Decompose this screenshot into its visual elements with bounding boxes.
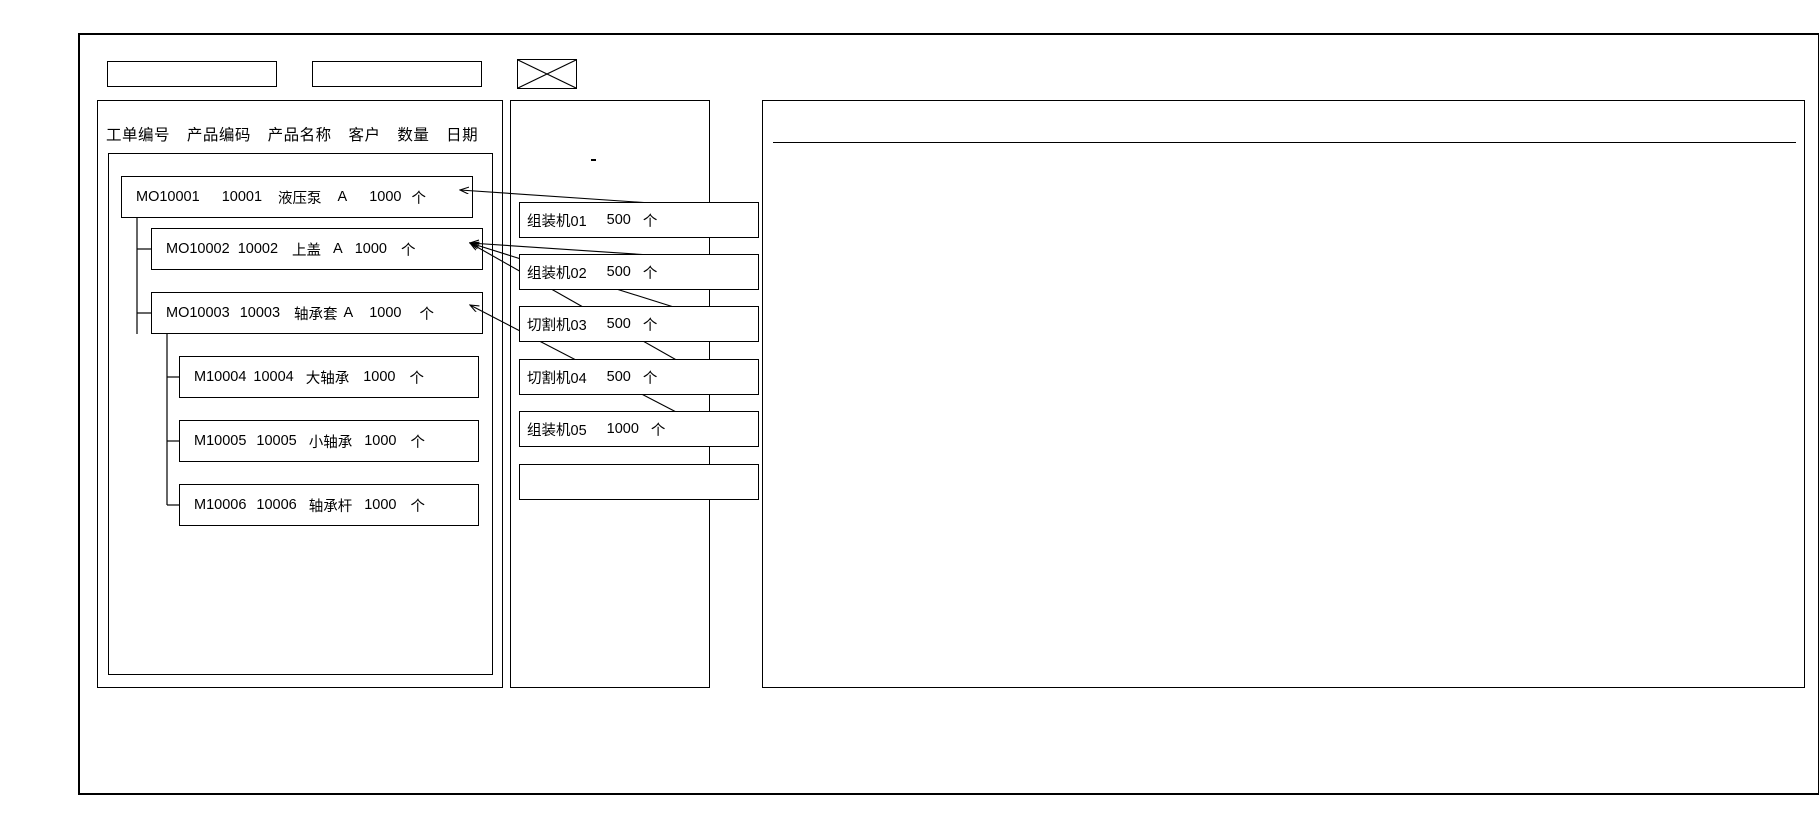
- panel-marker-dot: [591, 159, 596, 161]
- row-product-name: 轴承杆: [308, 498, 353, 515]
- table-row[interactable]: MO10002 10002 上盖 A 1000 个: [151, 228, 483, 270]
- list-item[interactable]: 组装机05 1000 个: [519, 411, 759, 447]
- column-header-product-code: 产品编码: [186, 127, 251, 144]
- row-product-name: 液压泵: [278, 190, 322, 207]
- column-header-product-name: 产品名称: [267, 127, 332, 144]
- row-unit: 个: [411, 190, 426, 207]
- card-machine: 切割机03: [527, 317, 587, 334]
- table-row[interactable]: M10006 10006 轴承杆 1000 个: [179, 484, 479, 526]
- list-item[interactable]: 切割机04 500 个: [519, 359, 759, 395]
- row-product-code: 10003: [239, 305, 281, 321]
- card-quantity: 500: [606, 212, 631, 228]
- card-quantity: 500: [606, 316, 631, 332]
- row-customer: A: [333, 241, 343, 257]
- work-order-tree: MO10001 10001 液压泵 A 1000 个 MO10002: [108, 153, 493, 675]
- column-header-quantity: 数量: [397, 127, 430, 144]
- card-quantity: 500: [606, 264, 631, 280]
- table-row[interactable]: M10004 10004 大轴承 1000 个: [179, 356, 479, 398]
- row-quantity: 1000: [354, 241, 387, 257]
- card-unit: 个: [642, 213, 658, 230]
- column-header-order-no: 工单编号: [106, 127, 171, 144]
- row-quantity: 1000: [369, 305, 402, 321]
- row-order-no: MO10002: [166, 241, 230, 257]
- row-product-code: 10002: [237, 241, 279, 257]
- work-order-panel: 工单编号 产品编码 产品名称 客户 数量 日期: [97, 100, 503, 688]
- toolbar-input-one[interactable]: [107, 61, 277, 87]
- application-window: 工单编号 产品编码 产品名称 客户 数量 日期: [78, 33, 1819, 795]
- card-machine: 组装机02: [527, 265, 587, 282]
- row-unit: 个: [400, 242, 416, 259]
- row-unit: 个: [419, 306, 434, 323]
- list-item[interactable]: 组装机02 500 个: [519, 254, 759, 290]
- row-quantity: 1000: [364, 433, 397, 449]
- card-quantity: 500: [606, 369, 631, 385]
- row-product-code: 10004: [253, 369, 294, 385]
- table-row[interactable]: M10005 10005 小轴承 1000 个: [179, 420, 479, 462]
- list-item[interactable]: 切割机03 500 个: [519, 306, 759, 342]
- row-order-no: M10006: [194, 497, 247, 513]
- row-quantity: 1000: [364, 497, 397, 513]
- card-unit: 个: [642, 317, 658, 334]
- card-unit: 个: [650, 422, 666, 439]
- row-customer: A: [343, 305, 354, 321]
- row-product-name: 上盖: [292, 242, 322, 259]
- detail-panel-header: [773, 109, 1796, 143]
- card-machine: 组装机01: [527, 213, 587, 230]
- column-header-customer: 客户: [348, 127, 381, 144]
- row-order-no: M10004: [194, 369, 247, 385]
- card-unit: 个: [642, 265, 658, 282]
- row-product-name: 小轴承: [308, 434, 353, 451]
- column-header-date: 日期: [446, 127, 479, 144]
- row-customer: A: [337, 189, 348, 205]
- table-row[interactable]: MO10003 10003 轴承套 A 1000 个: [151, 292, 483, 334]
- detail-panel: [762, 100, 1805, 688]
- machine-task-panel: 组装机01 500 个 组装机02 500 个 切割机03 500 个 切割机0…: [510, 100, 759, 688]
- toolbar-input-two[interactable]: [312, 61, 482, 87]
- row-unit: 个: [410, 498, 426, 515]
- row-product-name: 大轴承: [305, 370, 350, 387]
- row-product-code: 10006: [256, 497, 297, 513]
- row-product-name: 轴承套: [294, 306, 338, 323]
- cross-box-icon[interactable]: [517, 59, 577, 89]
- row-product-code: 10005: [256, 433, 297, 449]
- row-quantity: 1000: [369, 189, 402, 205]
- row-product-code: 10001: [221, 189, 263, 205]
- row-order-no: MO10001: [136, 189, 200, 205]
- card-machine: 切割机04: [527, 370, 587, 387]
- row-order-no: M10005: [194, 433, 247, 449]
- cross-icon-shape: [518, 60, 576, 88]
- card-unit: 个: [642, 370, 658, 387]
- row-unit: 个: [410, 434, 426, 451]
- row-unit: 个: [409, 370, 425, 387]
- row-quantity: 1000: [363, 369, 396, 385]
- list-item[interactable]: 组装机01 500 个: [519, 202, 759, 238]
- card-machine: 组装机05: [527, 422, 587, 439]
- card-quantity: 1000: [606, 421, 639, 437]
- row-order-no: MO10003: [166, 305, 230, 321]
- table-row[interactable]: MO10001 10001 液压泵 A 1000 个: [121, 176, 473, 218]
- list-item-empty[interactable]: [519, 464, 759, 500]
- column-headers: 工单编号 产品编码 产品名称 客户 数量 日期: [106, 123, 478, 145]
- toolbar: [107, 59, 577, 89]
